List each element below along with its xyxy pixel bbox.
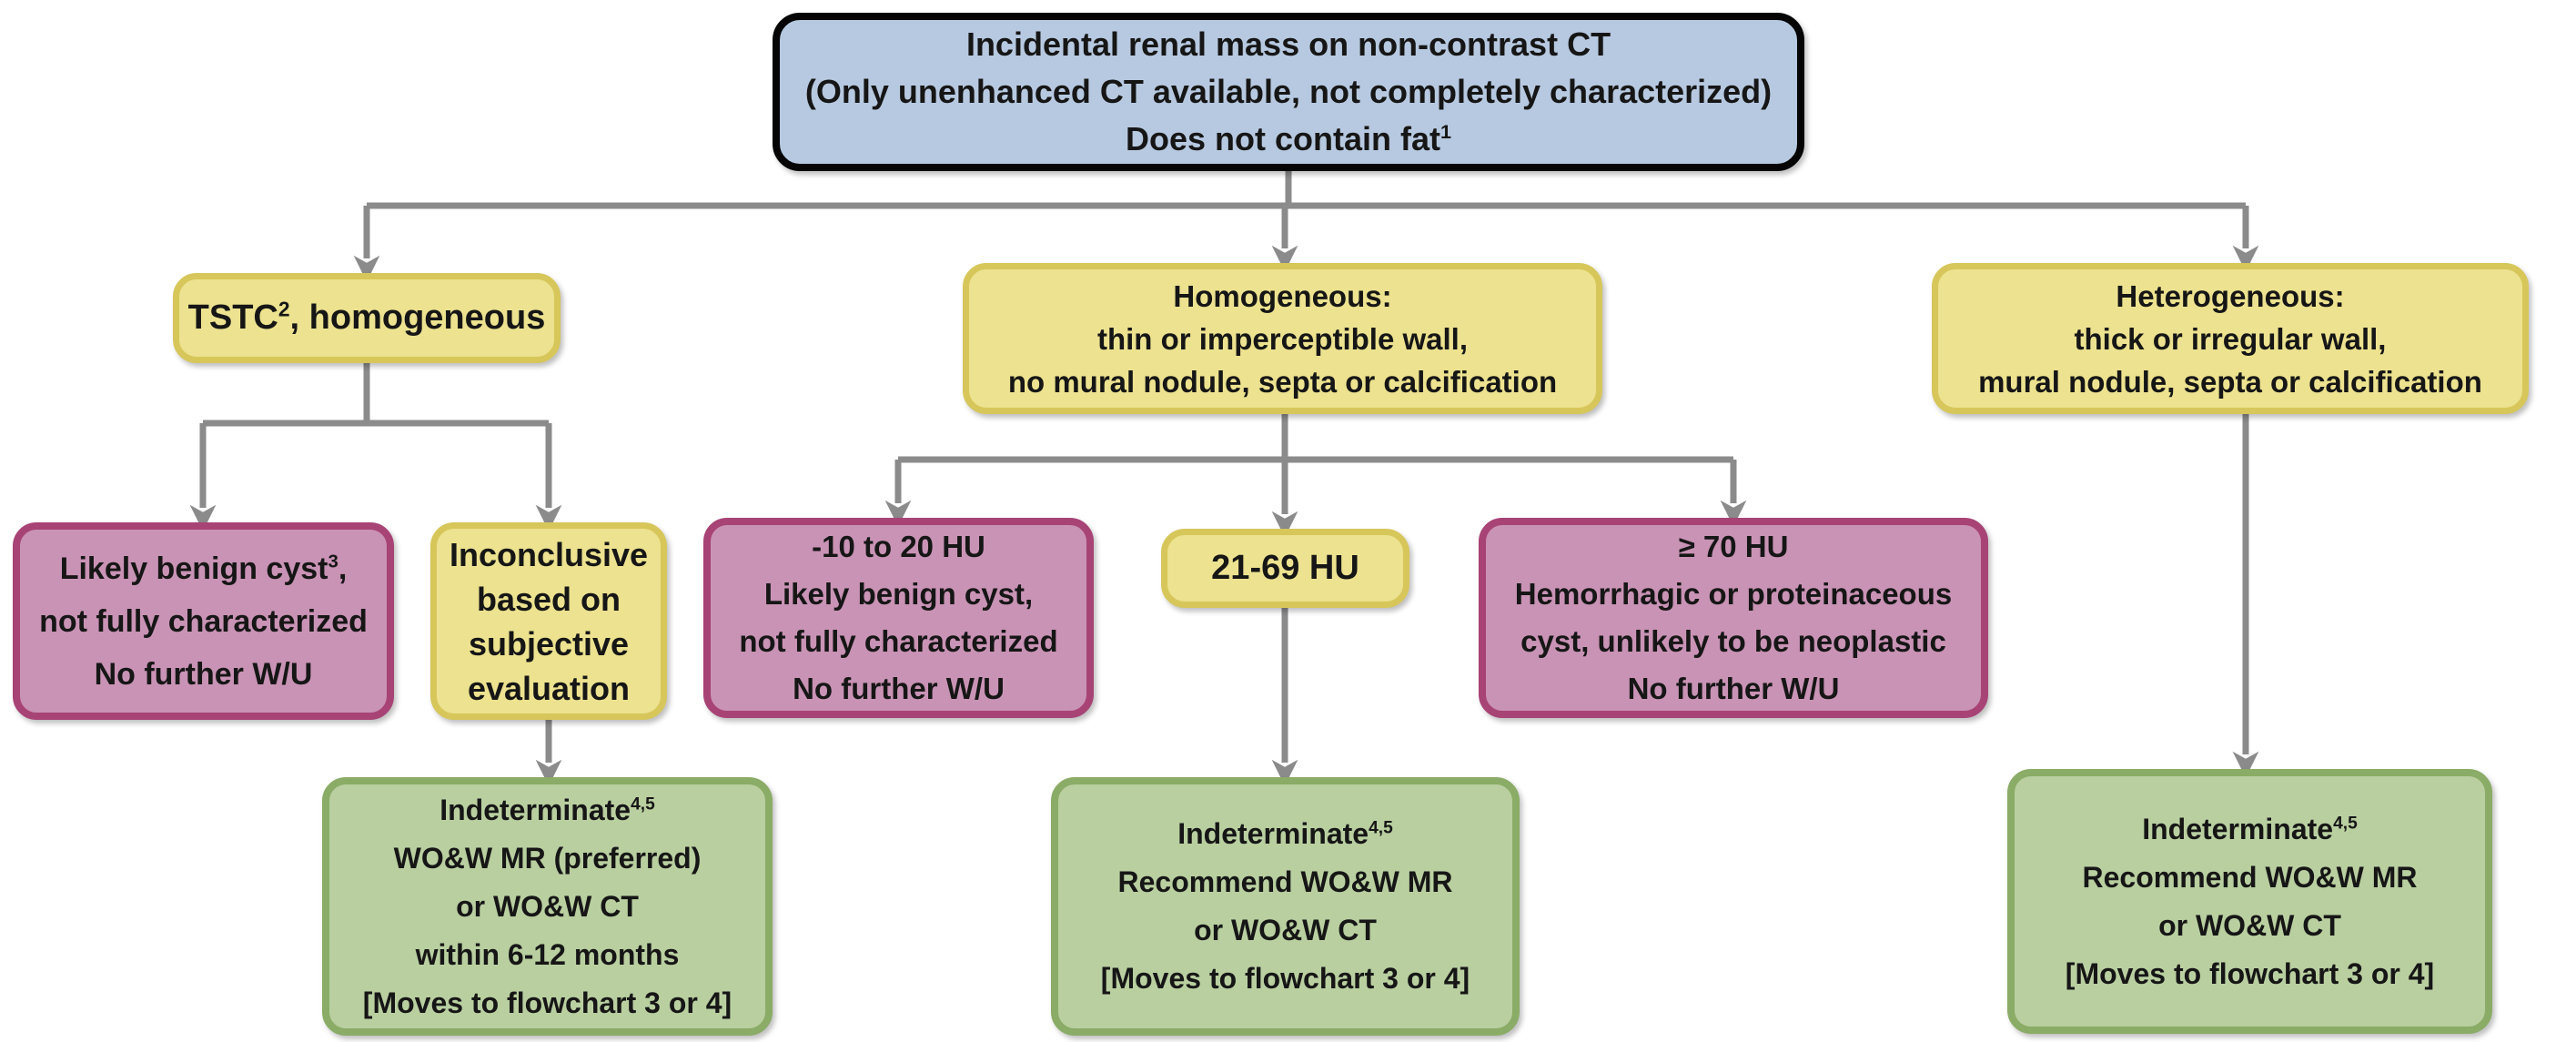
tstc-text-tail: , homogeneous — [289, 298, 546, 337]
footnote-1-sup: 1 — [1440, 120, 1452, 143]
benign-cyst-line: Likely benign cyst3, — [60, 542, 348, 595]
indeterminate-line: or WO&W CT — [456, 889, 639, 923]
indeterminate-line: WO&W MR (preferred) — [393, 841, 702, 875]
hu-low-line: No further W/U — [793, 672, 1005, 705]
indeterminate-title: Indeterminate4,5 — [439, 786, 655, 835]
hu-high-line: No further W/U — [1627, 672, 1840, 705]
node-incidental-renal-mass: Incidental renal mass on non-contrast CT… — [773, 13, 1804, 171]
root-subtitle: (Only unenhanced CT available, not compl… — [804, 73, 1773, 110]
inconclusive-line: evaluation — [467, 669, 631, 707]
hu-low-line: not fully characterized — [739, 624, 1058, 658]
indeterminate-title: Indeterminate4,5 — [1177, 810, 1393, 858]
indeterminate-line: within 6-12 months — [415, 937, 680, 971]
node-inconclusive: Inconclusive based on subjective evaluat… — [430, 522, 667, 720]
node-heterogeneous: Heterogeneous: thick or irregular wall, … — [1932, 263, 2529, 414]
inconclusive-line: Inconclusive — [449, 535, 649, 573]
root-title: Incidental renal mass on non-contrast CT — [965, 25, 1611, 63]
node-hu-ge-70: ≥ 70 HU Hemorrhagic or proteinaceous cys… — [1479, 518, 1988, 718]
footnote-45-sup: 4,5 — [631, 794, 655, 814]
benign-cyst-line: not fully characterized — [39, 603, 368, 639]
node-hu-21-69: 21-69 HU — [1161, 529, 1409, 608]
footnote-45-sup: 4,5 — [1369, 818, 1393, 838]
homogeneous-line: thin or imperceptible wall, — [1096, 321, 1469, 356]
heterogeneous-line: mural nodule, septa or calcification — [1978, 364, 2482, 399]
indeterminate-line: or WO&W CT — [1194, 914, 1377, 946]
tstc-label: TSTC2, homogeneous — [188, 298, 546, 338]
hu-mid-label: 21-69 HU — [1211, 549, 1359, 587]
node-indeterminate-recommend-mid: Indeterminate4,5 Recommend WO&W MR or WO… — [1051, 777, 1520, 1036]
node-indeterminate-recommend-right: Indeterminate4,5 Recommend WO&W MR or WO… — [2007, 769, 2492, 1034]
indeterminate-line: Recommend WO&W MR — [2082, 860, 2418, 894]
hu-high-line: cyst, unlikely to be neoplastic — [1520, 624, 1946, 658]
indeterminate-line: or WO&W CT — [2158, 908, 2341, 942]
hu-high-line: Hemorrhagic or proteinaceous — [1514, 577, 1953, 611]
indeterminate-text: Indeterminate — [1177, 817, 1369, 850]
footnote-2-sup: 2 — [278, 297, 290, 321]
heterogeneous-line: thick or irregular wall, — [2074, 321, 2387, 356]
indeterminate-title: Indeterminate4,5 — [2142, 805, 2358, 854]
footnote-45-sup: 4,5 — [2333, 813, 2358, 833]
benign-cyst-text: Likely benign cyst — [59, 551, 328, 586]
hu-low-line: -10 to 20 HU — [812, 530, 985, 563]
hu-low-line: Likely benign cyst, — [763, 577, 1034, 611]
homogeneous-line: Homogeneous: — [1173, 278, 1392, 313]
indeterminate-line: [Moves to flowchart 3 or 4] — [2065, 956, 2435, 990]
indeterminate-text: Indeterminate — [439, 793, 631, 826]
node-indeterminate-wo-and-w: Indeterminate4,5 WO&W MR (preferred) or … — [322, 777, 773, 1036]
homogeneous-line: no mural nodule, septa or calcification — [1007, 364, 1558, 399]
benign-cyst-line: No further W/U — [94, 656, 313, 692]
indeterminate-line: Recommend WO&W MR — [1117, 865, 1453, 898]
root-fat-text: Does not contain fat — [1125, 120, 1440, 157]
footnote-3-sup: 3 — [328, 551, 338, 572]
benign-cyst-comma: , — [338, 551, 348, 586]
node-tstc-homogeneous: TSTC2, homogeneous — [173, 273, 561, 363]
indeterminate-line: [Moves to flowchart 3 or 4] — [1100, 962, 1470, 995]
hu-high-line: ≥ 70 HU — [1678, 530, 1789, 563]
indeterminate-line: [Moves to flowchart 3 or 4] — [362, 986, 732, 1019]
inconclusive-line: based on — [476, 580, 621, 618]
inconclusive-line: subjective — [468, 624, 630, 663]
heterogeneous-line: Heterogeneous: — [2116, 278, 2345, 313]
tstc-text: TSTC — [187, 298, 278, 337]
root-fat-line: Does not contain fat1 — [1126, 116, 1451, 163]
indeterminate-text: Indeterminate — [2142, 812, 2334, 845]
node-likely-benign-cyst: Likely benign cyst3, not fully character… — [13, 522, 394, 720]
node-hu-neg10-to-20: -10 to 20 HU Likely benign cyst, not ful… — [703, 518, 1094, 718]
node-homogeneous: Homogeneous: thin or imperceptible wall,… — [963, 263, 1602, 414]
